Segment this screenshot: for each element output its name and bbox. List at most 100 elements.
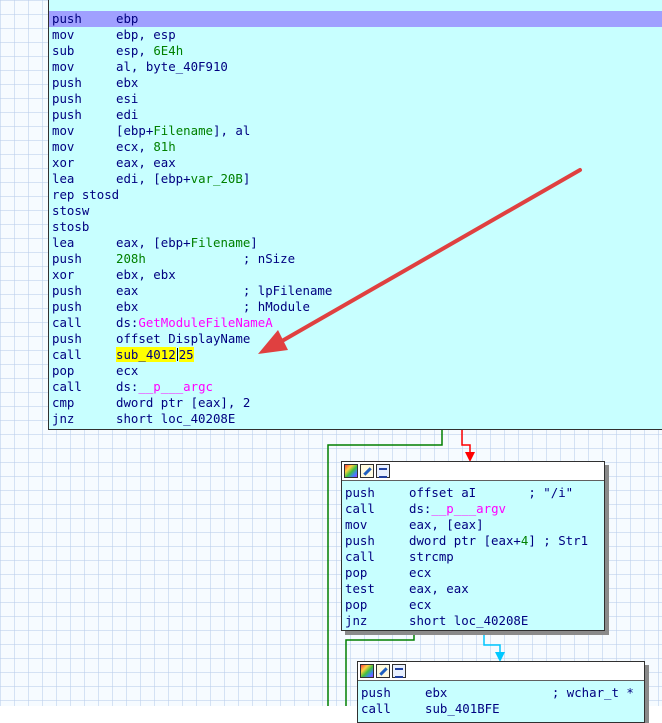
asm-line[interactable]: stosw <box>49 203 662 219</box>
asm-mnemonic: mov <box>52 139 75 154</box>
asm-operand: esp, <box>116 43 154 58</box>
asm-line[interactable]: pop ecx <box>49 363 662 379</box>
asm-operand: eax <box>116 283 139 298</box>
asm-operand: 208h <box>116 251 146 266</box>
asm-line[interactable]: push eax ; lpFilename <box>49 283 662 299</box>
asm-mnemonic: push <box>345 485 375 500</box>
asm-line[interactable]: push offset DisplayName <box>49 331 662 347</box>
asm-operand: ds: <box>116 379 139 394</box>
asm-operand: dword ptr [eax+ <box>409 533 521 548</box>
asm-operand: var_20B <box>190 171 243 186</box>
edit-pencil-icon[interactable] <box>360 464 374 478</box>
asm-mnemonic: push <box>52 251 82 266</box>
asm-operand: short loc_40208E <box>116 411 236 426</box>
asm-mnemonic: mov <box>345 517 368 532</box>
asm-operand: Filename <box>153 123 213 138</box>
edit-pencil-icon[interactable] <box>376 664 390 678</box>
asm-operand: ] <box>242 171 251 186</box>
block-2-toolbar <box>342 462 604 481</box>
asm-operand: offset DisplayName <box>116 331 251 346</box>
asm-operand: Filename <box>190 235 251 250</box>
asm-line[interactable]: push 208h ; nSize <box>49 251 662 267</box>
asm-operand[interactable]: __p___argv <box>431 501 506 516</box>
asm-operand[interactable]: GetModuleFileNameA <box>138 315 273 330</box>
graph-view-icon[interactable] <box>392 664 406 678</box>
asm-mnemonic: push <box>52 11 82 26</box>
asm-mnemonic: stosb <box>52 219 90 234</box>
asm-line[interactable]: rep stosd <box>49 187 662 203</box>
text-cursor <box>176 348 178 361</box>
asm-operand: al, byte_40F910 <box>116 59 228 74</box>
asm-line[interactable]: stosb <box>49 219 662 235</box>
asm-line[interactable]: sub esp, 6E4h <box>49 43 662 59</box>
asm-operand: ecx, <box>116 139 154 154</box>
asm-mnemonic: call <box>52 379 82 394</box>
asm-line[interactable]: mov eax, [eax] <box>342 517 604 533</box>
asm-mnemonic: stosw <box>52 203 90 218</box>
graph-view-icon[interactable] <box>376 464 390 478</box>
asm-operand[interactable]: __p___argc <box>138 379 213 394</box>
color-palette-icon[interactable] <box>344 464 358 478</box>
asm-mnemonic: sub <box>52 43 75 58</box>
asm-comment: ; lpFilename <box>138 283 333 298</box>
asm-mnemonic: pop <box>345 565 368 580</box>
asm-comment: ; nSize <box>145 251 296 266</box>
asm-mnemonic: mov <box>52 27 75 42</box>
asm-mnemonic: call <box>345 549 375 564</box>
asm-mnemonic: xor <box>52 267 75 282</box>
asm-mnemonic: lea <box>52 235 75 250</box>
asm-operand: 6E4h <box>153 43 184 58</box>
asm-line[interactable]: pop ecx <box>342 565 604 581</box>
asm-mnemonic: lea <box>52 171 75 186</box>
asm-mnemonic: pop <box>52 363 75 378</box>
asm-line[interactable]: mov al, byte_40F910 <box>49 59 662 75</box>
asm-mnemonic: xor <box>52 155 75 170</box>
asm-operand: ecx <box>409 565 432 580</box>
asm-line[interactable]: call ds:__p___argc <box>49 379 662 395</box>
asm-mnemonic: push <box>52 107 82 122</box>
asm-mnemonic: push <box>52 331 82 346</box>
asm-operand: ebx <box>116 299 139 314</box>
color-palette-icon[interactable] <box>360 664 374 678</box>
asm-operand: ] <box>250 235 258 250</box>
asm-mnemonic: mov <box>52 59 75 74</box>
asm-mnemonic: push <box>52 283 82 298</box>
asm-operand: ecx <box>116 363 139 378</box>
asm-operand: ebx <box>425 685 448 700</box>
asm-operand: eax, [eax] <box>409 517 484 532</box>
asm-mnemonic: mov <box>52 123 75 138</box>
asm-operand: ] ; Str1 <box>528 533 589 548</box>
block-3-toolbar <box>358 662 644 681</box>
asm-line[interactable]: mov[ebp+Filename], al <box>49 123 662 139</box>
asm-operand[interactable]: sub_4012 <box>116 347 176 362</box>
asm-operand[interactable]: 25 <box>178 347 194 362</box>
